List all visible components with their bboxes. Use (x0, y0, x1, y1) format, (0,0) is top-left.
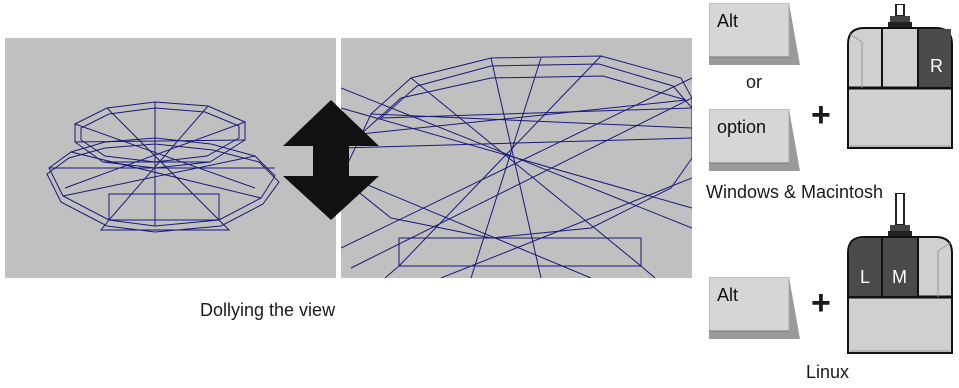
viewport-right (341, 38, 692, 278)
wireframe-large (341, 55, 692, 278)
left-button-label: L (860, 267, 871, 287)
linux-alt-key-label: Alt (717, 285, 739, 305)
mouse-right-button-icon: R (846, 4, 954, 150)
viewport-left (5, 38, 336, 278)
alt-key: Alt (709, 3, 800, 65)
middle-button-label: M (892, 267, 907, 287)
linux-caption: Linux (806, 362, 850, 382)
alt-key-label: Alt (717, 11, 739, 31)
dolly-arrow-icon (283, 100, 379, 220)
option-key-label: option (717, 117, 767, 137)
dolly-caption: Dollying the view (200, 300, 336, 320)
plus-icon-linux: + (811, 284, 831, 322)
option-key: option (709, 109, 800, 171)
linux-alt-key: Alt (709, 277, 800, 339)
plus-icon: + (811, 96, 831, 134)
windows-mac-caption: Windows & Macintosh (706, 182, 884, 202)
right-button-label: R (930, 56, 943, 76)
mouse-left-middle-buttons-icon: L M (846, 193, 954, 355)
wireframe-small (46, 101, 280, 233)
or-text: or (746, 72, 763, 92)
